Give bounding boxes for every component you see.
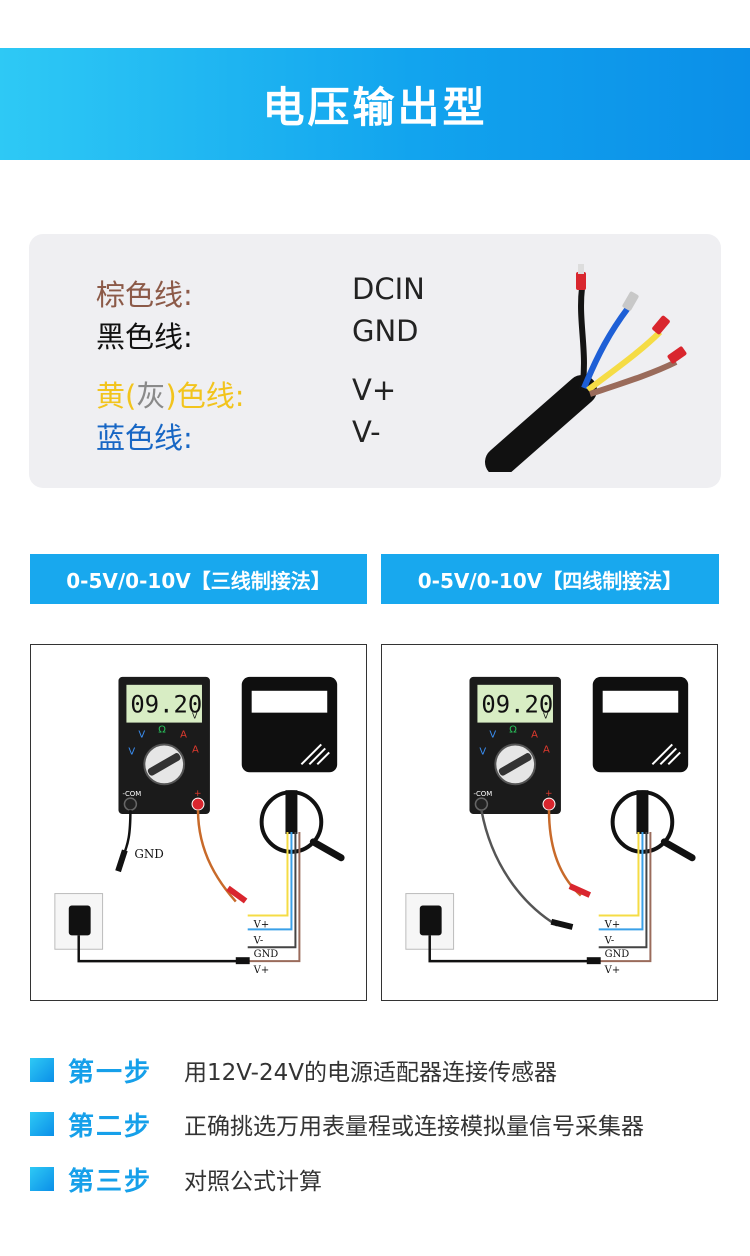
terminal-dcin: V+ [604,965,621,976]
wire-label-yellow-suffix: 色线: [176,379,245,413]
dial-ohm: Ω [509,725,517,736]
step-2: 第二步 正确挑选万用表量程或连接模拟量信号采集器 [30,1104,644,1144]
wire-label-blue: 蓝色线: [96,421,193,455]
step-3-name: 第三步 [68,1166,153,1197]
com-jack[interactable] [123,797,138,811]
dial-a-ac: A [543,744,550,755]
lcd-unit: V [543,712,549,721]
wire-color-card [29,234,721,488]
terminal-gnd: GND [254,949,279,960]
tab-three-wire[interactable]: 0-5V/0-10V【三线制接法】 [30,554,367,604]
terminal-vminus: V- [604,935,615,946]
dial-ohm: Ω [158,725,166,736]
step-bullet-icon [30,1112,54,1136]
step-2-desc: 正确挑选万用表量程或连接模拟量信号采集器 [184,1114,644,1140]
step-2-name: 第二步 [68,1111,153,1142]
plus-label: + [545,789,553,799]
terminal-vminus: V- [253,935,264,946]
dial-a-ac: A [192,744,199,755]
dial-a-dc: A [531,730,538,741]
wiring-diagram-four-wire: 09.20 V V V Ω A A -COM + V+ V- GND V+ [381,644,718,1001]
wire-label-paren-close: ) [165,379,177,413]
terminal-vplus: V+ [253,919,270,930]
step-bullet-icon [30,1058,54,1082]
dial-v-dc: V [138,730,145,741]
plus-jack[interactable] [542,797,556,811]
com-label: -COM [122,790,141,798]
plus-label: + [194,789,202,799]
four-wire-diagram-svg: 09.20 V V V Ω A A -COM + V+ V- GND V+ [405,676,696,976]
wire-label-yellow: 黄(灰)色线: [96,373,244,415]
step-3: 第三步 对照公式计算 [30,1159,322,1199]
step-bullet-icon [30,1167,54,1191]
gnd-label: GND [134,847,163,861]
page-title: 电压输出型 [262,82,488,132]
com-jack[interactable] [474,797,489,811]
step-1: 第一步 用12V-24V的电源适配器连接传感器 [30,1050,557,1090]
lcd-unit: V [192,712,198,721]
step-1-desc: 用12V-24V的电源适配器连接传感器 [184,1060,557,1086]
wire-label-grey-part: 灰 [136,379,166,413]
wire-value-dcin: DCIN [352,272,425,306]
step-3-desc: 对照公式计算 [184,1169,322,1195]
wire-label-black: 黑色线: [96,320,193,354]
wire-label-brown: 棕色线: [96,278,193,312]
terminal-gnd: GND [605,949,630,960]
com-label: -COM [473,790,492,798]
multimeter-lcd [477,684,553,723]
dial-v-ac: V [128,746,135,757]
wire-label-paren-open: ( [125,379,137,413]
lcd-reading: 09.20 [130,691,202,719]
plus-jack[interactable] [191,797,205,811]
tab-four-wire[interactable]: 0-5V/0-10V【四线制接法】 [381,554,719,604]
dial-v-ac: V [479,746,486,757]
title-banner: 电压输出型 [0,48,750,160]
wire-value-vplus: V+ [352,373,397,407]
three-wire-diagram-svg: 09.20 V V V Ω A A -COM + GND V+ V- GN [54,676,345,976]
wire-label-yellow-part: 黄 [96,379,126,413]
lcd-reading: 09.20 [481,691,553,719]
dial-a-dc: A [180,730,187,741]
terminal-dcin: V+ [253,965,270,976]
terminal-vplus: V+ [604,919,621,930]
wire-value-gnd: GND [352,314,419,348]
step-1-name: 第一步 [68,1057,153,1088]
dial-v-dc: V [489,730,496,741]
wiring-diagram-three-wire: 09.20 V V V Ω A A -COM + GND V+ V- GN [30,644,367,1001]
wire-value-vminus: V- [352,415,381,449]
multimeter-lcd [126,684,202,723]
sensor-cable-illustration [485,264,687,472]
